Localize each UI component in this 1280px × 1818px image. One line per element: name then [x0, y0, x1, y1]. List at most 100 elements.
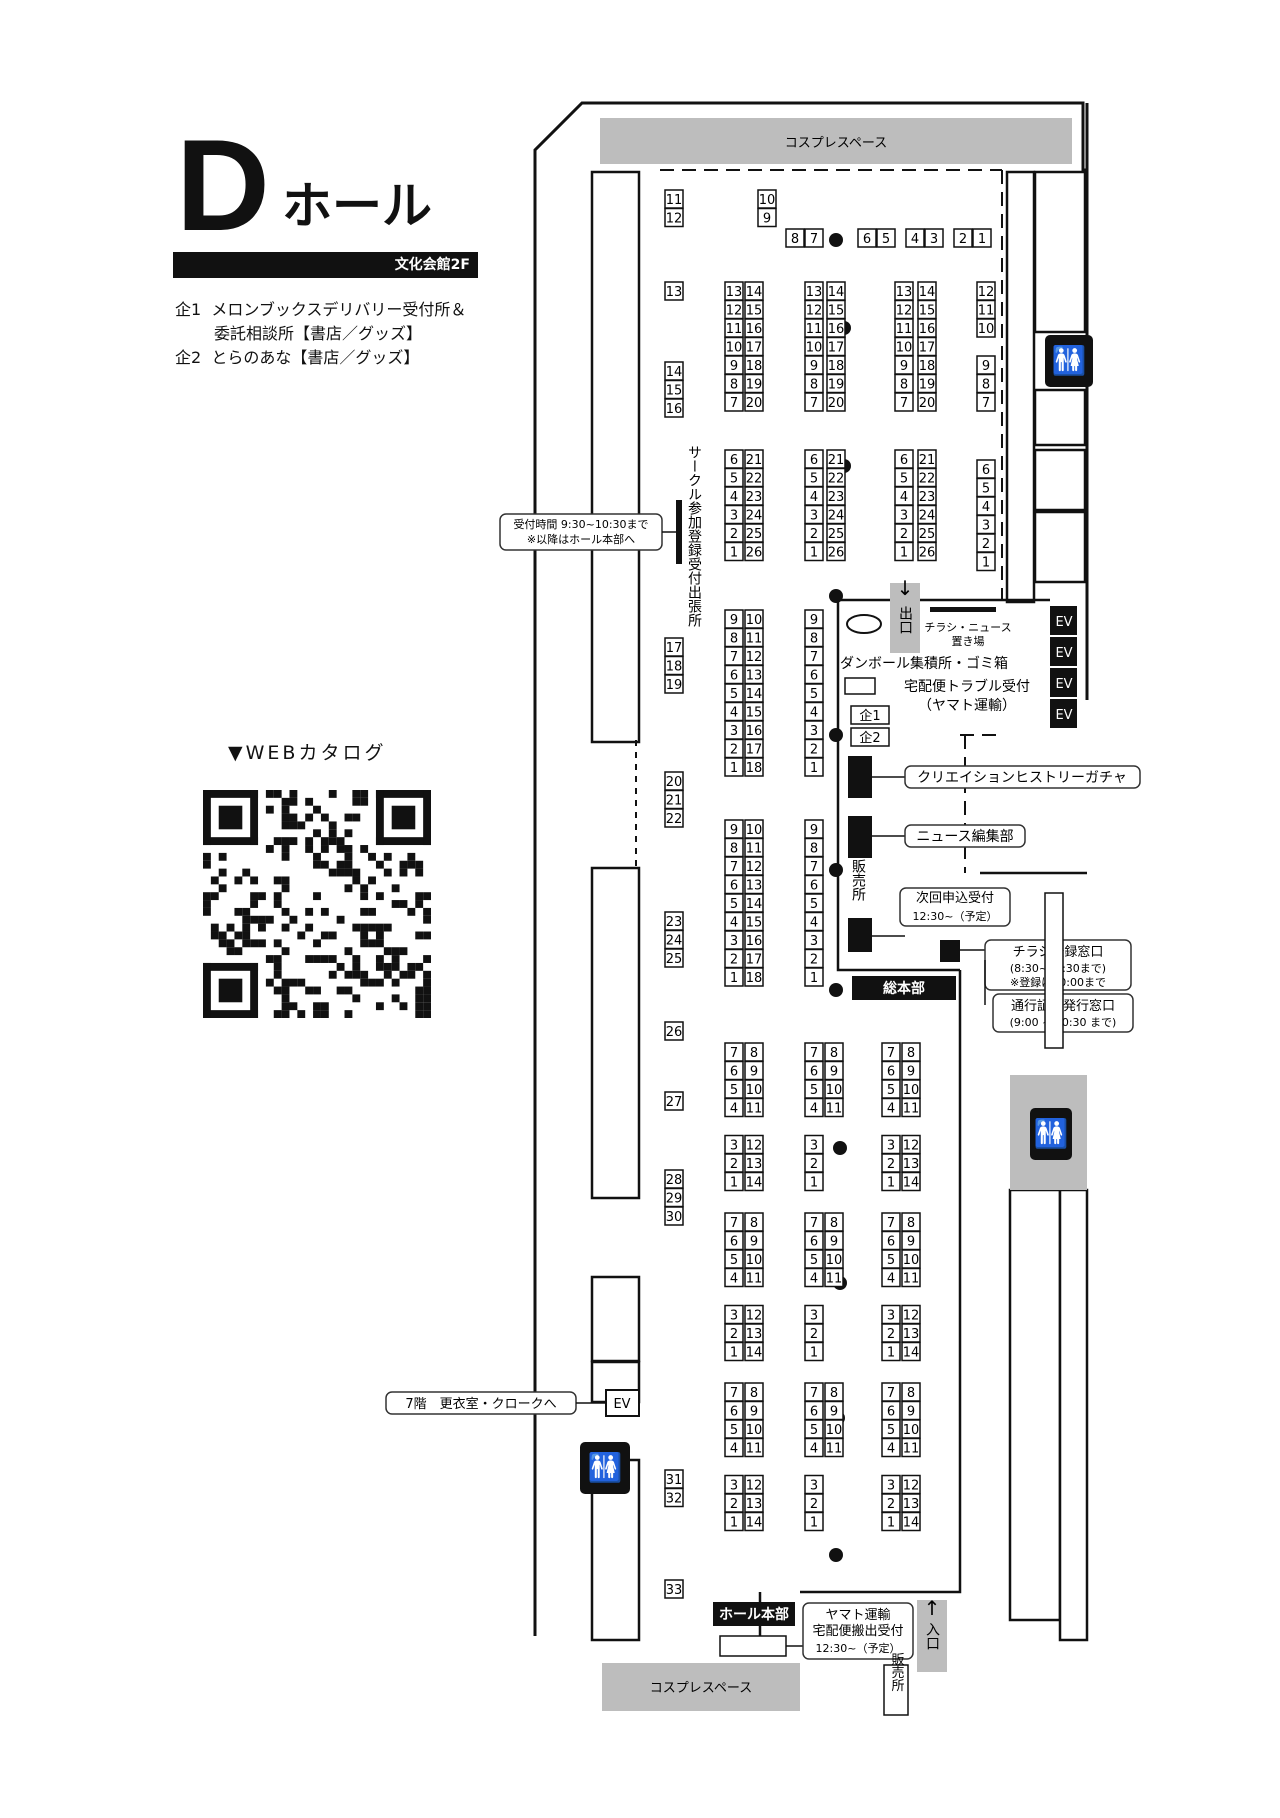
booth[interactable]: [664, 808, 684, 828]
booth[interactable]: [804, 757, 824, 777]
booth-number: 17: [746, 743, 763, 758]
booth-number: 4: [887, 1102, 895, 1117]
booth[interactable]: [724, 967, 744, 987]
booth[interactable]: [976, 318, 996, 338]
booth[interactable]: [744, 392, 764, 412]
booth[interactable]: [664, 1021, 684, 1041]
booth[interactable]: [826, 541, 846, 562]
booth[interactable]: [881, 1511, 901, 1532]
booth[interactable]: [744, 1437, 764, 1458]
booth[interactable]: [744, 1511, 764, 1532]
booth[interactable]: [894, 392, 914, 412]
booth-number: 30: [666, 1210, 683, 1225]
booth[interactable]: [804, 1341, 824, 1362]
elevator-left: [605, 1389, 640, 1417]
booth[interactable]: [804, 1267, 824, 1288]
booth[interactable]: [917, 392, 937, 412]
booth[interactable]: [664, 1091, 684, 1111]
booth[interactable]: [724, 1171, 744, 1192]
booth[interactable]: [901, 1341, 921, 1362]
svg-text:EV: EV: [1055, 646, 1072, 661]
booth[interactable]: [664, 398, 684, 418]
booth[interactable]: [824, 1437, 844, 1458]
booth[interactable]: [905, 228, 925, 248]
booth[interactable]: [826, 392, 846, 412]
booth[interactable]: [724, 392, 744, 412]
booth[interactable]: [972, 228, 992, 248]
booth-number: 7: [730, 860, 738, 875]
booth-number: 5: [730, 687, 738, 702]
booth[interactable]: [804, 967, 824, 987]
booth[interactable]: [924, 228, 944, 248]
booth[interactable]: [744, 1267, 764, 1288]
svg-text:🚻: 🚻: [588, 1451, 623, 1484]
booth[interactable]: [804, 1171, 824, 1192]
booth[interactable]: [664, 1579, 684, 1599]
left-panel-3: [590, 1275, 641, 1363]
booth[interactable]: [804, 541, 824, 562]
booth[interactable]: [744, 757, 764, 777]
booth[interactable]: [757, 207, 777, 228]
booth[interactable]: [881, 1097, 901, 1118]
booth[interactable]: [901, 1511, 921, 1532]
booth[interactable]: [876, 228, 896, 248]
booth[interactable]: [664, 207, 684, 228]
booth[interactable]: [881, 1341, 901, 1362]
qr-code-icon[interactable]: [203, 790, 431, 1018]
booth-number: 23: [666, 915, 683, 930]
booth-number: 4: [730, 706, 738, 721]
hall-letter: D: [176, 112, 270, 258]
booth[interactable]: [901, 1097, 921, 1118]
booth[interactable]: [881, 1267, 901, 1288]
booth-number: 10: [759, 193, 776, 208]
booth[interactable]: [804, 228, 824, 248]
booth[interactable]: [664, 948, 684, 968]
booth[interactable]: [824, 1267, 844, 1288]
booth[interactable]: [664, 1487, 684, 1508]
booth[interactable]: [804, 1511, 824, 1532]
booth[interactable]: [804, 1097, 824, 1118]
booth[interactable]: [724, 757, 744, 777]
booth[interactable]: [894, 541, 914, 562]
booth[interactable]: [901, 1267, 921, 1288]
booth[interactable]: [881, 1171, 901, 1192]
booth[interactable]: [724, 1267, 744, 1288]
booth[interactable]: [724, 1341, 744, 1362]
booth[interactable]: [881, 1437, 901, 1458]
booth[interactable]: [857, 228, 877, 248]
booth-number: 7: [887, 1386, 895, 1401]
booth[interactable]: [804, 392, 824, 412]
booth-number: 2: [730, 743, 738, 758]
booth[interactable]: [744, 1171, 764, 1192]
booth[interactable]: [976, 392, 996, 412]
booth-number: 8: [907, 1216, 915, 1231]
booth[interactable]: [724, 541, 744, 562]
booth-number: 31: [666, 1473, 683, 1488]
booth[interactable]: [824, 1097, 844, 1118]
booth[interactable]: [917, 541, 937, 562]
booth[interactable]: [664, 281, 684, 301]
booth[interactable]: [724, 1511, 744, 1532]
booth[interactable]: [664, 1206, 684, 1226]
booth[interactable]: [744, 967, 764, 987]
booth-number: 22: [828, 472, 845, 487]
booth-number: 14: [746, 687, 763, 702]
booth[interactable]: [976, 551, 996, 572]
booth-number: 20: [828, 396, 845, 411]
booth[interactable]: [744, 1097, 764, 1118]
booth[interactable]: [953, 228, 973, 248]
booth[interactable]: [901, 1437, 921, 1458]
booth[interactable]: [785, 228, 805, 248]
booth-number: 8: [900, 378, 908, 393]
booth[interactable]: [724, 1097, 744, 1118]
booth-number: 5: [882, 232, 890, 247]
news-edit-booth: [848, 816, 872, 858]
booth[interactable]: [804, 1437, 824, 1458]
booth-number: 10: [903, 1083, 920, 1098]
booth[interactable]: [744, 541, 764, 562]
booth-number: 10: [896, 341, 913, 356]
booth[interactable]: [664, 674, 684, 694]
booth[interactable]: [901, 1171, 921, 1192]
booth[interactable]: [724, 1437, 744, 1458]
booth[interactable]: [744, 1341, 764, 1362]
